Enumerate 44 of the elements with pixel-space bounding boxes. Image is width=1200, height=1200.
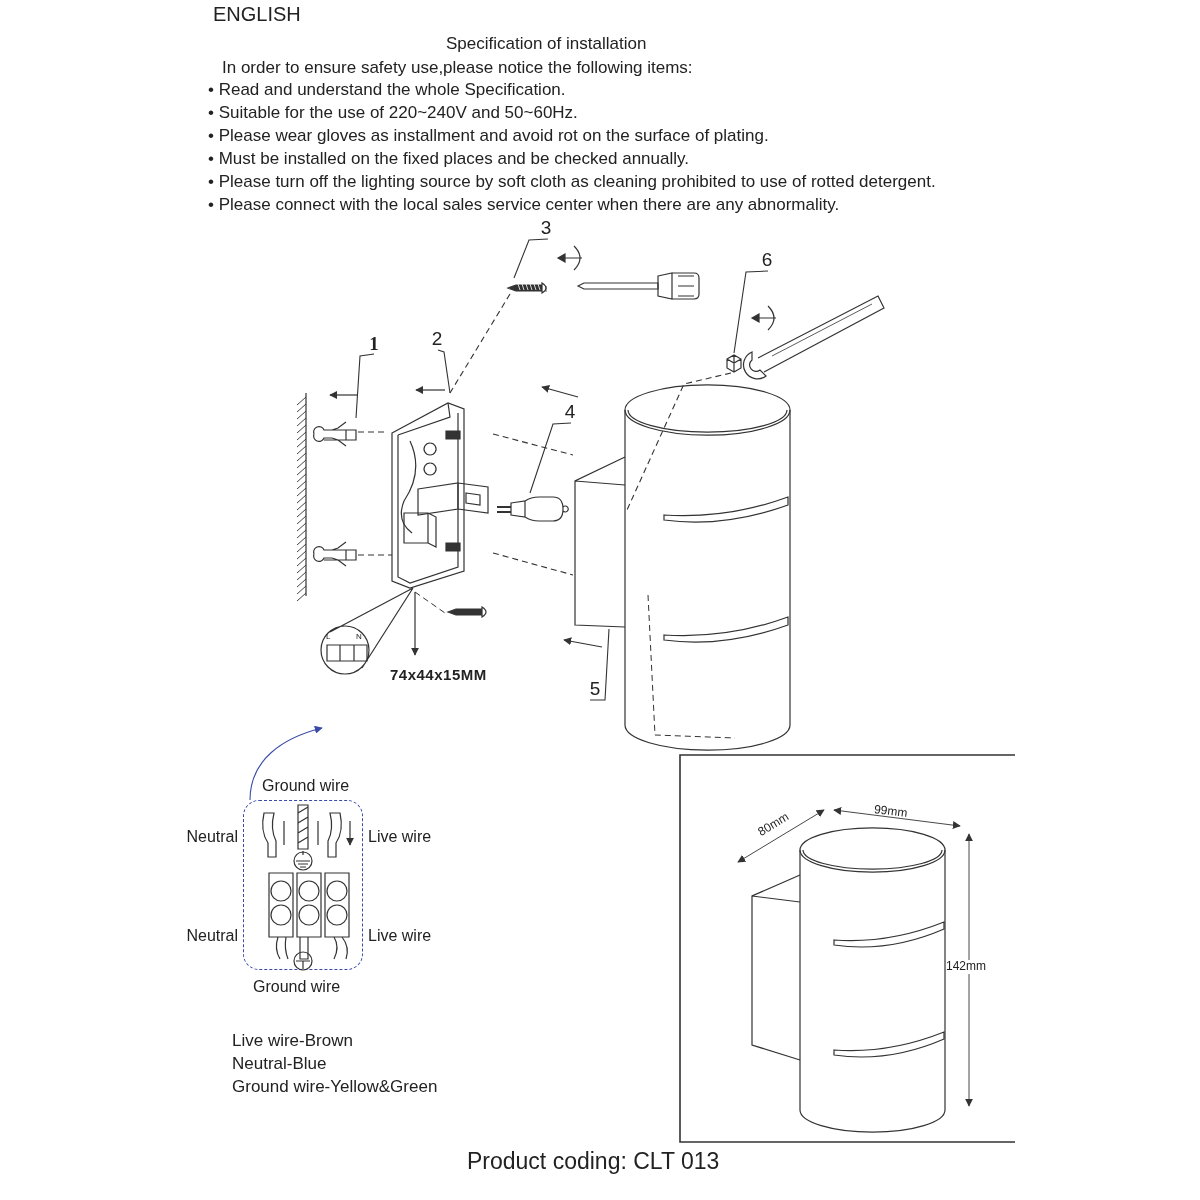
wire-color-note: Neutral-Blue [232,1054,327,1074]
leader-line [513,238,549,279]
wire-color-note: Ground wire-Yellow&Green [232,1077,438,1097]
assembly-guide-line [492,552,574,576]
dimension-label: 74x44x15MM [390,666,487,684]
leader-line [589,628,610,701]
callout-number: 6 [756,249,778,271]
wire-label: Ground wire [262,777,350,796]
wire-color-note: Live wire-Brown [232,1031,353,1051]
language-heading: ENGLISH [213,3,301,26]
callout-number: 2 [426,328,448,350]
callout-number: 1 [362,334,386,354]
dimension-label: 99mm [873,803,909,821]
assembly-guide-line [449,293,511,394]
wire-label: Live wire [368,828,432,847]
assembly-guide-line [626,372,732,511]
leader-line [355,353,375,419]
wire-label: Live wire [368,927,432,946]
wire-label: Ground wire [253,978,341,997]
intro-text: In order to ensure safety use,please notice the following items: [222,58,693,78]
terminal-letter: L [326,632,331,642]
instruction-bullet: • Please turn off the lighting source by soft cloth as cleaning prohibited to use of rotted detergent. [208,172,936,192]
wire-label: Neutral [185,828,238,847]
curved-arrow [249,726,323,801]
callout-number: 5 [584,678,606,700]
document-title: Specification of installation [446,34,647,54]
nut-drawing [724,353,744,373]
callout-number: 4 [559,401,581,423]
leader-line [733,270,769,354]
instruction-bullet: • Suitable for the use of 220~240V and 50~60Hz. [208,103,578,123]
leader-line [529,422,572,494]
callout-number: 3 [535,217,557,239]
caption: Product coding: CLT 013 [467,1148,720,1175]
instruction-bullet: • Must be installed on the fixed places and be checked annually. [208,149,689,169]
bulb-drawing [495,493,567,525]
assembly-guide-line [492,433,574,456]
instruction-bullet: • Please wear gloves as installment and avoid rot on the surface of plating. [208,126,769,146]
wiring-diagram-box [243,800,363,970]
instruction-bullet: • Please connect with the local sales service center when there are any abnormality. [208,195,840,215]
wire-label: Neutral [185,927,238,946]
terminal-letter: N [356,632,362,642]
leader-line [437,349,451,394]
instruction-bullet: • Read and understand the whole Specification. [208,80,566,100]
dimension-label: 142mm [946,960,986,974]
